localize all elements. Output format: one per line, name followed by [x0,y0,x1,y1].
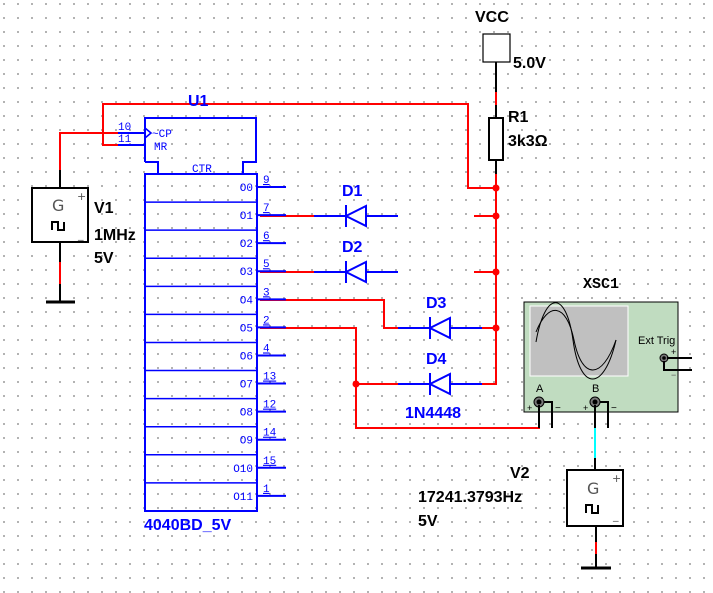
u1-output-row: O11 1 [233,484,286,504]
diode-icon [343,204,367,228]
diode-d1[interactable]: D1 [314,183,398,228]
diode-icon [343,260,367,284]
output-label: O5 [240,323,253,335]
u1-4040-counter[interactable]: U1 10 11 ~CP MR CTR O09O17O26O35O43O52O6… [118,93,286,534]
xsc1-label: XSC1 [583,276,619,293]
pin-number: 4 [263,343,270,355]
ground-leads [59,170,597,568]
square-wave-icon [51,221,65,231]
svg-text:+: + [612,472,621,485]
u1-output-row: O9 14 [240,428,286,448]
diode-d4[interactable]: D4 [398,351,482,396]
diode-d3[interactable]: D3 [398,295,482,340]
u1-output-row: O7 13 [240,372,286,392]
u1-output-row: O0 9 [240,175,286,195]
pin-number: 15 [263,456,276,468]
output-label: O2 [240,239,253,251]
pin-label: ~CP [152,129,172,141]
junction-dot [492,212,500,220]
generator-g-icon: G [52,196,64,215]
r1-value: 3k3Ω [508,133,548,150]
u1-part-number: 4040BD_5V [144,517,232,534]
svg-text:−: − [611,403,617,414]
junction-dot [492,184,500,192]
u1-output-row: O3 5 [240,259,286,279]
pin-label: MR [154,142,168,154]
output-label: O6 [240,351,253,363]
output-label: O0 [240,183,253,195]
xsc1-oscilloscope[interactable]: XSC1 Ext Trig + − A + − B + − [523,276,692,428]
svg-text:_: _ [77,228,84,241]
diode-label: D2 [342,239,363,256]
u1-output-row: O10 15 [233,456,286,476]
resistor-r1[interactable]: R1 3k3Ω [488,105,548,174]
pin-number: 1 [263,484,270,496]
svg-text:+: + [527,403,532,413]
u1-output-row: O6 4 [240,343,286,363]
u1-label: U1 [188,93,209,110]
output-label: O1 [240,211,254,223]
diode-icon [427,372,451,396]
output-label: O7 [240,380,253,392]
diode-label: D3 [426,295,447,312]
junctions [352,184,500,388]
square-wave-icon [585,504,599,514]
u1-output-row: O4 3 [240,287,286,307]
svg-text:+: + [583,403,588,413]
svg-text:+: + [77,190,86,203]
junction-dot [492,268,500,276]
pin-number: 10 [118,122,131,134]
waveform-trace [535,310,617,371]
junction-dot [352,380,360,388]
diode-label: D1 [342,183,363,200]
pin-number: 5 [263,259,270,271]
v2-amplitude: 5V [418,513,438,530]
vcc-source[interactable]: VCC 5.0V [475,9,546,92]
u1-output-row: O5 2 [240,315,286,335]
v2-clock-source[interactable]: G + _ V2 17241.3793Hz 5V [418,465,624,530]
v2-frequency: 17241.3793Hz [418,489,522,506]
pin-number: 2 [263,315,270,327]
u1-output-row: O2 6 [240,231,286,251]
output-label: O8 [240,408,253,420]
output-label: O9 [240,436,253,448]
u1-output-row: O1 7 [240,203,286,223]
diode-model-label: 1N4448 [405,405,461,422]
vcc-value: 5.0V [513,55,546,72]
output-label: O4 [240,295,254,307]
pin-number: 7 [263,203,270,215]
ext-trig-label: Ext Trig [638,335,675,347]
output-label: O10 [233,464,253,476]
diode-label: D4 [426,351,447,368]
vcc-label: VCC [475,9,509,26]
generator-g-icon: G [587,479,599,498]
pin-number: 3 [263,287,270,299]
svg-text:_: _ [612,509,619,522]
junction-dot [492,324,500,332]
pin-number: 14 [263,428,277,440]
pin-number: 6 [263,231,270,243]
v1-frequency: 1MHz [94,227,136,244]
svg-text:+: + [671,347,676,357]
svg-text:−: − [671,370,676,380]
clock-input-icon [144,127,153,139]
pin-number: 11 [118,134,132,146]
pin-number: 12 [263,400,276,412]
r1-label: R1 [508,109,529,126]
v2-label: V2 [510,465,530,482]
channel-b-label: B [592,383,599,395]
waveform-trace [535,302,617,380]
v1-clock-source[interactable]: G + _ V1 1MHz 5V [31,187,136,267]
svg-text:−: − [555,403,561,414]
v1-label: V1 [94,200,114,217]
channel-a-label: A [536,383,544,395]
output-label: O11 [233,492,253,504]
pin-number: 13 [263,372,276,384]
pin-number: 9 [263,175,270,187]
diode-d2[interactable]: D2 [314,239,398,284]
v1-amplitude: 5V [94,250,114,267]
diode-icon [427,316,451,340]
output-label: O3 [240,267,253,279]
u1-output-row: O8 12 [240,400,286,420]
